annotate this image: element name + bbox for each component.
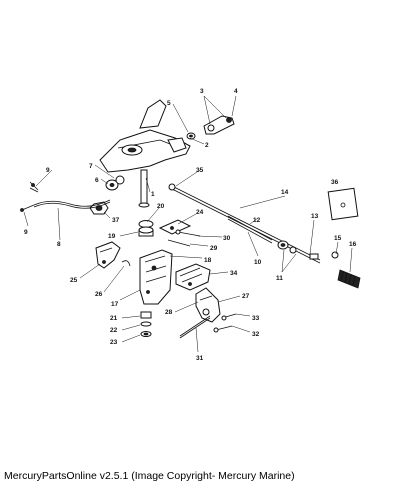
pins (167, 229, 201, 247)
callout-5: 5 (167, 100, 171, 107)
lever-bracket (186, 115, 235, 140)
callout-17: 17 (111, 301, 119, 308)
callout-12: 12 (253, 217, 261, 224)
callout-labels: 1 2 3 4 5 6 7 8 9 9 10 11 12 13 14 15 16… (24, 88, 357, 362)
shift-rod (168, 183, 321, 264)
bushing-stack (140, 311, 152, 337)
callout-31: 31 (196, 355, 204, 362)
callout-4: 4 (234, 88, 238, 95)
sleeve (138, 220, 154, 237)
callout-14: 14 (281, 189, 289, 196)
callout-10: 10 (254, 259, 262, 266)
callout-34: 34 (230, 270, 238, 277)
callout-23: 23 (110, 339, 118, 346)
throttle-link (20, 181, 111, 212)
throttle-housing (139, 249, 173, 305)
callout-35: 35 (196, 167, 204, 174)
screws (213, 313, 237, 333)
callout-15: 15 (334, 235, 342, 242)
side-bracket (95, 241, 131, 269)
callout-16: 16 (349, 241, 357, 248)
callout-21: 21 (110, 315, 118, 322)
callout-6: 6 (95, 177, 99, 184)
callout-22: 22 (110, 327, 118, 334)
washer-nut (105, 175, 125, 191)
callout-33: 33 (252, 315, 260, 322)
decal-plate (327, 187, 359, 221)
handle-grip (331, 251, 361, 289)
parts-diagram: 1 2 3 4 5 6 7 8 9 9 10 11 12 13 14 15 16… (20, 88, 361, 362)
callout-37: 37 (112, 217, 120, 224)
steering-arm-assembly (99, 99, 191, 173)
callout-20: 20 (157, 203, 165, 210)
callout-25: 25 (70, 277, 78, 284)
callout-3: 3 (200, 88, 204, 95)
callout-2: 2 (205, 142, 209, 149)
callout-29: 29 (210, 245, 218, 252)
callout-18: 18 (204, 257, 212, 264)
callout-26: 26 (95, 291, 103, 298)
callout-9a: 9 (46, 167, 50, 174)
leader-lines (23, 95, 353, 353)
switch-box (175, 263, 211, 291)
callout-1: 1 (151, 191, 155, 198)
callout-8: 8 (57, 241, 61, 248)
shift-lever (179, 287, 221, 339)
callout-19: 19 (108, 233, 116, 240)
callout-7: 7 (89, 163, 93, 170)
callout-36: 36 (331, 179, 339, 186)
callout-13: 13 (311, 213, 319, 220)
callout-28: 28 (165, 309, 173, 316)
callout-11: 11 (276, 275, 283, 282)
callout-9b: 9 (24, 229, 28, 236)
callout-30: 30 (223, 235, 231, 242)
callout-27: 27 (242, 293, 250, 300)
plate (158, 219, 192, 235)
callout-32: 32 (252, 331, 260, 338)
image-caption: MercuryPartsOnline v2.5.1 (Image Copyrig… (4, 470, 295, 482)
callout-24: 24 (196, 209, 204, 216)
steering-shaft (138, 169, 150, 208)
